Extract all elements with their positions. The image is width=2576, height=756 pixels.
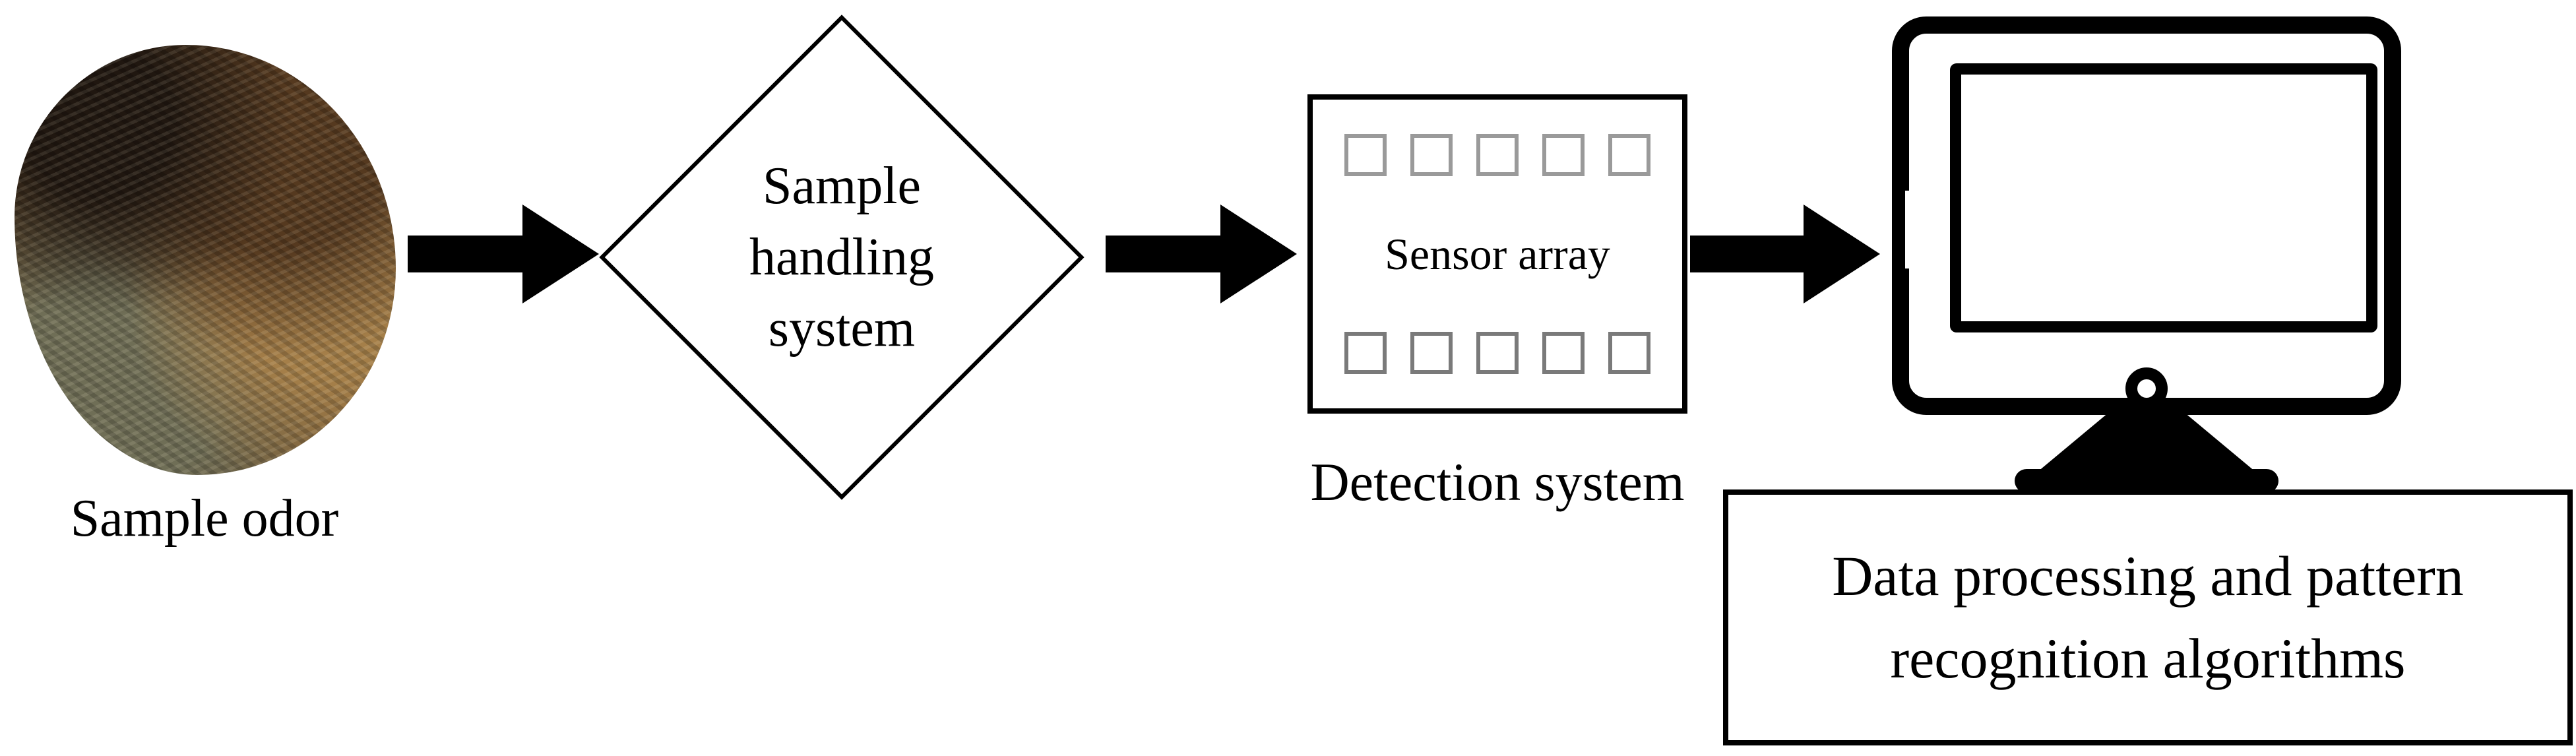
sensor-array-row-bottom bbox=[1344, 332, 1650, 374]
monitor-base bbox=[2015, 469, 2278, 493]
sensor-square bbox=[1542, 332, 1585, 374]
sensor-square bbox=[1410, 134, 1453, 176]
sensor-square bbox=[1344, 134, 1387, 176]
arrow-right-icon bbox=[1106, 205, 1297, 303]
sample-handling-line-1: Sample bbox=[763, 157, 921, 215]
data-processing-line-1: Data processing and pattern bbox=[1832, 544, 2464, 608]
arrow-head bbox=[1804, 205, 1880, 303]
arrow-head bbox=[1220, 205, 1297, 303]
arrow-shaft bbox=[1690, 236, 1804, 272]
detection-system-box: Sensor array bbox=[1307, 94, 1687, 414]
arrow-right-icon bbox=[408, 205, 599, 303]
monitor-screen bbox=[1950, 63, 2377, 332]
monitor-stand bbox=[2038, 414, 2255, 472]
sensor-square bbox=[1476, 134, 1519, 176]
sample-odor-label: Sample odor bbox=[70, 489, 339, 548]
sample-odor-image bbox=[15, 45, 396, 475]
sensor-square bbox=[1410, 332, 1453, 374]
data-processing-line-2: recognition algorithms bbox=[1890, 627, 2406, 690]
monitor-frame bbox=[1892, 16, 2401, 415]
sample-handling-label: Sample handling system bbox=[631, 150, 1053, 364]
detection-system-label: Detection system bbox=[1310, 452, 1685, 512]
arrow-shaft bbox=[408, 236, 522, 272]
sample-handling-line-3: system bbox=[768, 299, 916, 358]
data-processing-box: Data processing and pattern recognition … bbox=[1723, 489, 2573, 745]
monitor-frame-notch bbox=[1905, 191, 1930, 268]
arrow-right-icon bbox=[1690, 205, 1880, 303]
arrow-shaft bbox=[1106, 236, 1220, 272]
sensor-array-row-top bbox=[1344, 134, 1650, 176]
sensor-square bbox=[1608, 134, 1650, 176]
sensor-square bbox=[1344, 332, 1387, 374]
sample-handling-line-2: handling bbox=[749, 228, 934, 286]
sensor-square bbox=[1608, 332, 1650, 374]
sensor-square bbox=[1542, 134, 1585, 176]
monitor-power-button-icon bbox=[2125, 367, 2168, 410]
computer-monitor-icon bbox=[1892, 16, 2401, 498]
sensor-array-label: Sensor array bbox=[1385, 229, 1610, 279]
sensor-square bbox=[1476, 332, 1519, 374]
arrow-head bbox=[522, 205, 599, 303]
